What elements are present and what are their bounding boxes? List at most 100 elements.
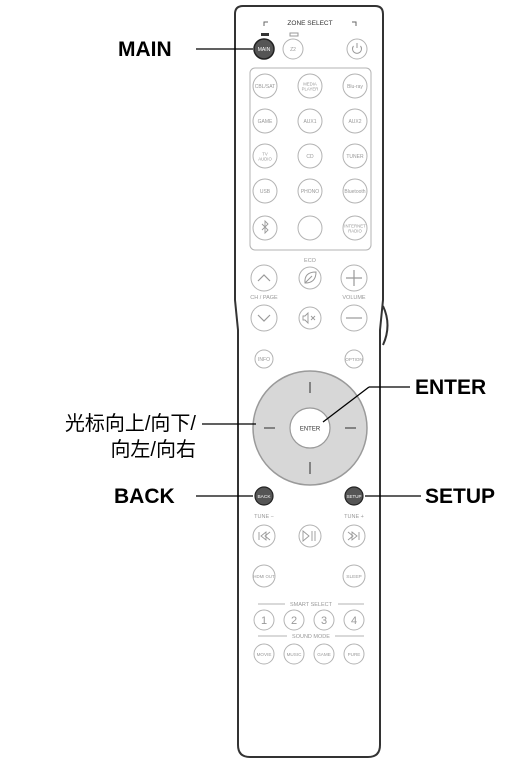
source-button-label: AUX1: [303, 119, 316, 125]
smart-select-number: 2: [291, 615, 297, 627]
back-callout: BACK: [114, 485, 175, 508]
z2-button[interactable]: Z2: [282, 38, 304, 60]
cursor-callout: 光标向上/向下/ 向左/向右: [65, 411, 196, 463]
main-callout: MAIN: [118, 38, 172, 61]
cd-button[interactable]: CD: [297, 143, 323, 169]
smart-select-label: SMART SELECT: [290, 602, 333, 608]
setup-button-label: SETUP: [346, 494, 361, 499]
source-button-label: INTERNET: [344, 223, 366, 228]
hdmi-out-label: HDMI OUT: [253, 574, 275, 579]
source-button-label: TUNER: [346, 154, 364, 160]
previous-button[interactable]: [252, 524, 276, 548]
enter-button[interactable]: ENTER: [289, 407, 331, 449]
enter-button-label: ENTER: [300, 427, 321, 433]
chevron-down-icon: [257, 314, 271, 322]
play-pause-button[interactable]: [298, 524, 322, 548]
bluetooth-pairing-icon: [261, 219, 269, 235]
power-button[interactable]: [346, 38, 368, 60]
source-button-label: AUDIO: [258, 157, 272, 162]
aux2-button[interactable]: AUX2: [342, 108, 368, 134]
eco-button[interactable]: [298, 266, 322, 290]
channel-down-button[interactable]: [250, 304, 278, 332]
volume-label: VOLUME: [342, 295, 366, 301]
source-extra-1-button[interactable]: [297, 215, 323, 241]
tune-plus-label: TUNE +: [344, 514, 364, 520]
cbl-sat-button[interactable]: CBL/SAT: [252, 73, 278, 99]
source-button-label: CD: [306, 154, 314, 160]
smart-select-buttons: 1 2 3 4: [253, 609, 365, 631]
channel-up-button[interactable]: [250, 264, 278, 292]
back-button[interactable]: BACK: [254, 486, 274, 506]
z2-zone-led: [289, 32, 299, 37]
z2-button-label: Z2: [290, 47, 296, 53]
next-button[interactable]: [342, 524, 366, 548]
enter-callout-line-b: [322, 386, 370, 423]
smart-select-number: 1: [261, 615, 267, 627]
game-button[interactable]: GAME: [252, 108, 278, 134]
volume-up-button[interactable]: [340, 264, 368, 292]
sleep-button[interactable]: SLEEP: [342, 564, 366, 588]
info-button-label: INFO: [258, 357, 270, 363]
source-button-label: TV: [262, 151, 268, 156]
phono-button[interactable]: PHONO: [297, 178, 323, 204]
source-button-label: USB: [260, 189, 271, 195]
usb-button[interactable]: USB: [252, 178, 278, 204]
sound-mode-label: GAME: [317, 652, 331, 657]
smart-select-number: 4: [351, 615, 357, 627]
music-mode-button[interactable]: MUSIC: [283, 643, 305, 665]
volume-down-button[interactable]: [340, 304, 368, 332]
sound-mode-label: SOUND MODE: [292, 634, 330, 640]
cursor-callout-line1: 光标向上/向下/: [64, 413, 196, 435]
smart-select-4-button[interactable]: 4: [343, 609, 365, 631]
play-pause-icon: [302, 530, 316, 542]
bluetooth-button[interactable]: Bluetooth: [342, 178, 368, 204]
chevron-up-icon: [257, 274, 271, 282]
source-button-label: PLAYER: [302, 87, 319, 92]
movie-mode-button[interactable]: MOVIE: [253, 643, 275, 665]
blu-ray-button[interactable]: Blu-ray: [342, 73, 368, 99]
tuner-button[interactable]: TUNER: [342, 143, 368, 169]
info-button[interactable]: INFO: [254, 349, 274, 369]
aux1-button[interactable]: AUX1: [297, 108, 323, 134]
cursor-callout-line2: 向左/向右: [110, 439, 196, 461]
main-button-label: MAIN: [258, 47, 271, 53]
power-icon: [352, 45, 362, 54]
back-button-label: BACK: [257, 494, 271, 500]
smart-select-3-button[interactable]: 3: [313, 609, 335, 631]
source-button-label: PHONO: [301, 189, 319, 195]
zone-select: ZONE SELECT: [261, 20, 357, 37]
mute-icon: [302, 311, 309, 325]
smart-select-2-button[interactable]: 2: [283, 609, 305, 631]
sleep-button-label: SLEEP: [346, 574, 361, 580]
source-button-label: Blu-ray: [347, 84, 363, 90]
source-button-label: GAME: [258, 119, 273, 125]
source-button-label: CBL/SAT: [255, 84, 275, 90]
smart-select-1-button[interactable]: 1: [253, 609, 275, 631]
option-button[interactable]: OPTION: [344, 349, 364, 369]
main-button[interactable]: MAIN: [253, 38, 275, 60]
pure-mode-button[interactable]: PURE: [343, 643, 365, 665]
option-button-label: OPTION: [345, 357, 362, 362]
setup-button[interactable]: SETUP: [344, 486, 364, 506]
source-button-label: RADIO: [348, 229, 362, 234]
sound-mode-label: PURE: [348, 652, 361, 657]
source-button-label: Bluetooth: [344, 189, 365, 195]
sound-mode-label: MUSIC: [287, 652, 302, 657]
sound-mode-buttons: MOVIE MUSIC GAME PURE: [253, 643, 365, 665]
mute-button[interactable]: [298, 306, 322, 330]
main-zone-led: [261, 33, 269, 36]
ch-page-label: CH / PAGE: [250, 295, 278, 301]
enter-callout: ENTER: [415, 376, 487, 399]
plus-icon: [346, 270, 362, 286]
game-mode-button[interactable]: GAME: [313, 643, 335, 665]
skip-next-icon: [347, 531, 360, 541]
hdmi-out-button[interactable]: HDMI OUT: [252, 564, 276, 588]
callout-lines: [196, 48, 421, 497]
zone-select-label: ZONE SELECT: [287, 20, 332, 27]
